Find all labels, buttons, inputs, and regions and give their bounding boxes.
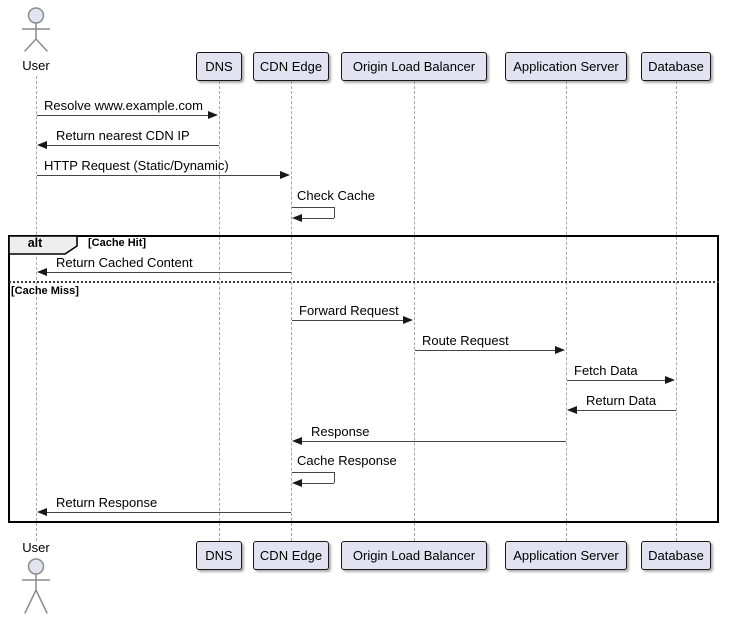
participant-db-top: Database [641, 52, 711, 81]
guard-cache-miss: [Cache Miss] [11, 285, 79, 297]
lifeline-dns [219, 81, 220, 541]
self-message-top-line [292, 207, 334, 208]
message-label: Response [311, 424, 370, 439]
message-label: Return Data [586, 393, 657, 408]
message-arrowhead [280, 170, 290, 179]
actor-icon-user-top [22, 7, 50, 52]
alt-operator-label: alt [27, 236, 43, 250]
message-line [292, 320, 405, 321]
message-arrowhead [37, 140, 47, 149]
message-arrowhead [292, 436, 302, 445]
message-line [567, 380, 667, 381]
message-label: Fetch Data [574, 363, 638, 378]
message-label: HTTP Request (Static/Dynamic) [44, 158, 229, 173]
message-arrowhead [208, 110, 218, 119]
message-label: Resolve www.example.com [44, 98, 203, 113]
lifeline-user [36, 76, 37, 541]
message-line [37, 115, 210, 116]
message-line [576, 410, 676, 411]
message-arrowhead [665, 375, 675, 384]
self-message-vertical-line [334, 207, 335, 218]
message-arrowhead [292, 213, 302, 222]
self-message-bottom-line [301, 218, 334, 219]
actor-icon-user-bottom [22, 558, 50, 614]
message-label: Return nearest CDN IP [56, 128, 190, 143]
participant-dns-bottom: DNS [196, 541, 242, 570]
message-arrowhead [403, 315, 413, 324]
message-label: Forward Request [299, 303, 399, 318]
participant-dns-top: DNS [196, 52, 242, 81]
message-arrowhead [37, 507, 47, 516]
alt-fragment-frame [8, 235, 719, 523]
guard-cache-hit: [Cache Hit] [88, 237, 147, 249]
participant-app-top: Application Server [505, 52, 627, 81]
message-line [415, 350, 557, 351]
message-arrowhead [292, 478, 302, 487]
participant-db-bottom: Database [641, 541, 711, 570]
actor-label-user-top: User [22, 58, 50, 73]
participant-app-bottom: Application Server [505, 541, 627, 570]
fragment-divider [9, 281, 719, 283]
self-message-bottom-line [301, 483, 334, 484]
participant-olb-top: Origin Load Balancer [341, 52, 487, 81]
message-arrowhead [567, 405, 577, 414]
message-label: Cache Response [297, 453, 397, 468]
alt-fragment-tab [8, 235, 78, 255]
message-label: Route Request [422, 333, 509, 348]
message-label: Return Cached Content [56, 255, 193, 270]
lifeline-app [566, 81, 567, 541]
message-line [301, 441, 566, 442]
message-arrowhead [37, 267, 47, 276]
message-label: Check Cache [297, 188, 376, 203]
lifeline-cdn [291, 81, 292, 541]
lifeline-db [676, 81, 677, 541]
message-line [46, 145, 219, 146]
participant-cdn-top: CDN Edge [253, 52, 329, 81]
self-message-vertical-line [334, 472, 335, 483]
self-message-top-line [292, 472, 334, 473]
participant-cdn-bottom: CDN Edge [253, 541, 329, 570]
message-line [46, 272, 291, 273]
actor-label-user-bottom: User [22, 540, 50, 555]
lifeline-olb [414, 81, 415, 541]
message-label: Return Response [56, 495, 158, 510]
message-line [37, 175, 282, 176]
message-line [46, 512, 291, 513]
participant-olb-bottom: Origin Load Balancer [341, 541, 487, 570]
message-arrowhead [555, 345, 565, 354]
